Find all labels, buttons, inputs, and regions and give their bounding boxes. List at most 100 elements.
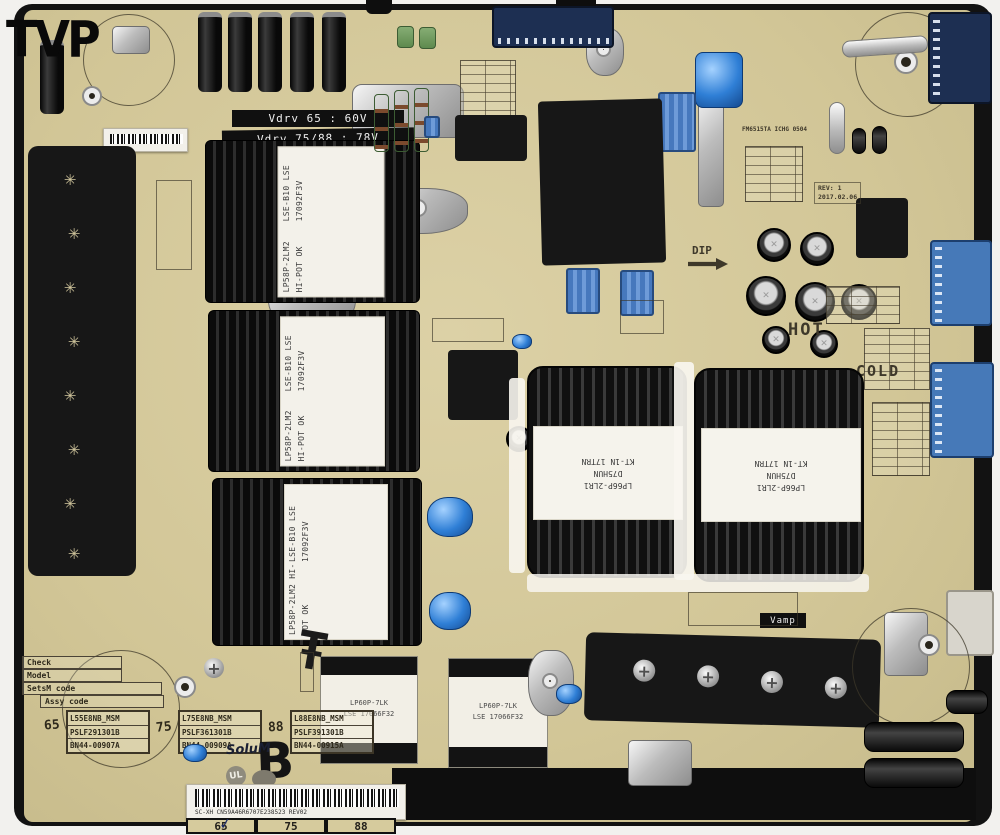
thermal-pad xyxy=(62,330,86,354)
main-transformer-line3: KT-1N 17TRN xyxy=(581,457,635,466)
thermal-pad xyxy=(62,222,86,246)
white-tape xyxy=(509,378,525,573)
main-transformer-label: LP66P-2LR1 D75HUN KT-1N 17TRN xyxy=(533,426,683,520)
mini-barcode xyxy=(110,134,183,144)
lcd-drive-transformer-3: LP58P-2LM2 HI-POT OK LSE-B10 LSE 17092F3… xyxy=(212,478,422,646)
heatsink-screw xyxy=(760,670,784,694)
spec-row-setsm: SetsM code xyxy=(22,682,162,695)
choke-line1: LP60P-7LK xyxy=(479,701,517,710)
electrolytic-cap-top xyxy=(800,232,834,266)
choke-label: LP60P-7LK LSE 17066F32 xyxy=(321,675,417,743)
cold-marking: COLD xyxy=(856,362,901,380)
vamp-label: Vamp xyxy=(760,613,806,628)
rev-line2: 2017.02.06 xyxy=(818,193,858,202)
setsm-88: PSLF391301B xyxy=(292,726,372,740)
green-resistor xyxy=(374,94,389,152)
hot-marking: HOT xyxy=(788,320,825,340)
lcd-drive-transformer-1: LP58P-2LM2 HI-POT OK LSE-B10 LSE 17092F3… xyxy=(205,140,420,303)
metal-bracket xyxy=(698,92,724,207)
blue-film-cap xyxy=(620,270,654,316)
blue-cap xyxy=(512,334,532,349)
electrolytic-cap xyxy=(40,40,64,114)
connector-right-2 xyxy=(930,362,994,458)
electrolytic-cap xyxy=(258,12,282,92)
grommet-topright xyxy=(896,52,916,72)
silkscreen-table xyxy=(826,286,900,324)
serial-barcode-sticker: SC-XH CN59A46R6707E238523 REV02 xyxy=(186,784,406,820)
green-component xyxy=(397,26,414,48)
green-resistor xyxy=(394,90,409,152)
thermal-pad xyxy=(58,384,82,408)
size-check-row: 65 ✓ 75 88 xyxy=(186,813,396,835)
grommet-bottomright xyxy=(920,636,938,654)
choke-line2: LSE 17066F32 xyxy=(343,710,395,718)
main-transformer-label: LP66P-2LR1 D75HUN KT-1N 17TRN xyxy=(701,428,861,522)
electrolytic-cap-top xyxy=(810,330,838,358)
setsm-75: PSLF361301B xyxy=(180,726,260,740)
connector-top-right xyxy=(928,12,992,104)
mount-circle-topleft xyxy=(83,14,175,106)
electrolytic-cap-top xyxy=(746,276,786,316)
silkscreen-box xyxy=(300,652,314,692)
connector-right-1 xyxy=(930,240,992,326)
blue-film-cap xyxy=(566,268,600,314)
electrolytic-cap xyxy=(228,12,252,92)
small-cap xyxy=(872,126,887,154)
left-heatsink xyxy=(28,146,136,576)
thermal-pad xyxy=(62,438,86,462)
metal-plate xyxy=(628,740,692,786)
assy-75: BN44-00909A xyxy=(182,741,232,751)
thermal-pad xyxy=(58,276,82,300)
connector-pins xyxy=(933,20,940,100)
size-75: 75 xyxy=(155,719,173,736)
transformer-label: LP58P-2LM2 HI-POT OK LSE-B10 LSE 17092F3… xyxy=(280,315,386,467)
electrolytic-cap-top xyxy=(762,326,790,354)
model-65: L55E8NB_MSM xyxy=(68,712,148,726)
spec-row-model: Model xyxy=(22,669,122,682)
blue-film-cap xyxy=(424,116,440,138)
small-heatsink xyxy=(448,350,518,420)
lcd-drive-transformer-2: LP58P-2LM2 HI-POT OK LSE-B10 LSE 17092F3… xyxy=(208,310,420,472)
transformer-label-line2: LSE-B10 LSE 17092F3V xyxy=(284,334,307,391)
main-transformer-line3: KT-1N 17TRN xyxy=(754,459,808,468)
size-65: 65 xyxy=(43,717,61,734)
horizontal-cap xyxy=(946,690,988,714)
metal-clip xyxy=(112,26,150,54)
silkscreen-table xyxy=(864,328,930,390)
white-tape-base xyxy=(527,574,869,592)
transformer-label-line2: LSE-B10 LSE 17092F3V xyxy=(287,505,310,562)
screw xyxy=(204,658,224,678)
heatsink-screw xyxy=(824,676,848,699)
assy-65: BN44-00907A xyxy=(70,741,120,751)
thermal-pad xyxy=(58,168,82,192)
small-cap xyxy=(852,128,866,154)
horizontal-cap xyxy=(864,758,964,788)
main-transformer-line2: D75HUN xyxy=(766,471,796,480)
main-transformer-line1: LP66P-2LR1 xyxy=(756,483,806,492)
main-transformer-left: LP66P-2LR1 D75HUN KT-1N 17TRN xyxy=(527,366,687,578)
connector-pins xyxy=(935,247,942,323)
size-option-65: 65 ✓ xyxy=(186,813,256,835)
green-component xyxy=(419,27,436,49)
transformer-label: LP58P-2LM2 HI-POT OK LSE-B10 LSE 17092F3… xyxy=(283,483,388,640)
center-heatsink xyxy=(537,98,667,266)
main-transformer-right: LP66P-2LR1 D75HUN KT-1N 17TRN xyxy=(694,368,864,582)
tvp-watermark: TVP xyxy=(6,9,101,69)
transformer-label-line1: LP58P-2LM2 HI-POT OK xyxy=(282,240,305,293)
rev-line1: REV: 1 xyxy=(818,184,842,192)
cert-mark-2 xyxy=(252,770,276,788)
horizontal-cap xyxy=(864,722,964,752)
size-option-label: 88 xyxy=(354,819,368,833)
model-88: L88E8NB_MSM xyxy=(292,712,372,726)
choke-line1: LP60P-7LK xyxy=(350,698,388,707)
transformer-label-line2: LSE-B10 LSE 17092F3V xyxy=(282,165,305,222)
grommet-topleft xyxy=(84,88,100,104)
blue-cap xyxy=(427,497,473,537)
dip-text: DIP xyxy=(692,244,712,257)
lug-hole xyxy=(544,675,556,687)
white-fuse xyxy=(829,102,845,154)
transformer-label-line1: LP58P-2LM2 HI-POT OK xyxy=(284,410,307,462)
assy-88: BN44-00915A xyxy=(294,741,344,751)
mount-circle-bottomleft xyxy=(62,650,180,768)
